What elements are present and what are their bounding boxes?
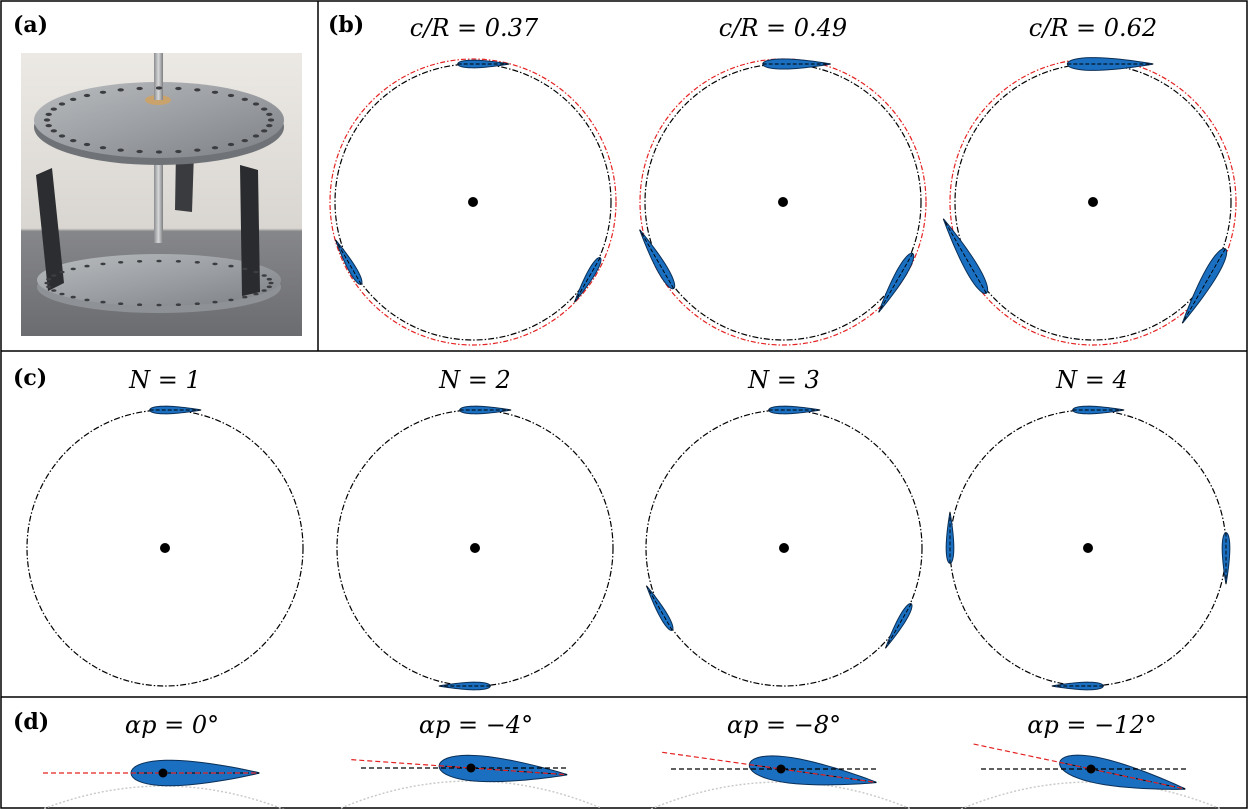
pivot-point [466,763,476,773]
rotor-hub [160,543,170,553]
pivot-point [158,768,168,778]
pitch-title-2: αp = −4° [419,711,533,739]
chord-ratio-title-2: c/R = 0.49 [719,14,847,42]
panel-a: (a) [13,12,302,336]
blade-path-arc [960,781,1222,809]
rotor-hub [779,543,789,553]
blade-1 [768,405,821,415]
pitch-diagram-3: αp = −8° [650,711,912,809]
chord-ratio-diagram-2: c/R = 0.49 [639,14,927,346]
blade-count-title-2: N = 2 [438,366,511,394]
rotor-orbit [334,63,612,341]
pitch-line [662,751,876,783]
blade-3 [1051,681,1104,691]
blade-3 [334,239,363,285]
blade-1 [762,58,831,70]
rotor-orbit [26,409,304,687]
blade-1 [459,405,512,415]
pitch-line [973,743,1185,790]
blade-3 [942,218,989,295]
rotor-orbit [645,409,923,687]
blade-2 [573,257,602,303]
blade-count-diagram-3: N = 3 [645,366,923,687]
pitch-diagram-2: αp = −4° [340,711,602,809]
rotor-hub [470,543,480,553]
panel-c-label: (c) [13,365,47,391]
panel-a-label: (a) [13,12,48,38]
pitch-diagram-1: αp = 0° [41,711,285,809]
rotor-hub [1083,543,1093,553]
blade-3 [645,585,674,631]
chord-ratio-diagram-1: c/R = 0.37 [329,14,617,346]
pitch-title-1: αp = 0° [125,711,219,739]
blade-2 [878,252,915,313]
blade-path-arc [650,781,912,809]
chord-ratio-title-3: c/R = 0.62 [1029,14,1157,42]
blade-1 [149,405,202,415]
panel-c: (c) N = 1 N = 2 N = 3 N = 4 [13,365,1231,691]
pitch-line [351,759,566,776]
blade-3 [639,229,676,290]
blade-count-diagram-1: N = 1 [26,366,304,687]
pitch-title-3: αp = −8° [727,711,841,739]
panel-d: (d) αp = 0° αp = −4° αp = −8° αp = −12° [13,709,1222,809]
chord-ratio-title-1: c/R = 0.37 [410,14,539,42]
panel-d-label: (d) [13,709,49,735]
rotor-orbit [336,409,614,687]
outer-blade-path [329,58,617,346]
rotor-hub [468,197,478,207]
blade-count-title-1: N = 1 [128,366,201,394]
blade-2 [884,603,913,649]
blade-1 [1066,57,1154,71]
blade-4 [945,511,955,564]
blade-2 [1221,532,1231,585]
pivot-point [776,764,786,774]
panel-b-label: (b) [328,12,364,38]
rotor-orbit [644,63,922,341]
blade-1 [457,59,510,69]
pitch-diagram-4: αp = −12° [960,711,1222,809]
blade-count-diagram-4: N = 4 [945,366,1231,691]
blade-count-diagram-2: N = 2 [336,366,614,691]
blade-1 [1072,405,1125,415]
turbine-photo [21,53,302,336]
panel-b: (b) c/R = 0.37 c/R = 0.49 c/R = 0.62 [328,12,1237,346]
rotor-hub [778,197,788,207]
plate-holes [43,86,275,307]
blade-count-title-3: N = 3 [747,366,820,394]
pitch-title-4: αp = −12° [1027,711,1157,739]
blade-2 [1181,247,1228,324]
pivot-point [1086,764,1096,774]
chord-ratio-diagram-3: c/R = 0.62 [942,14,1237,346]
blade-count-title-4: N = 4 [1055,366,1128,394]
rotor-hub [1088,197,1098,207]
blade-path-arc [340,780,602,809]
blade-2 [438,681,491,691]
rotor-orbit [954,63,1232,341]
blade-path-arc [41,785,285,809]
